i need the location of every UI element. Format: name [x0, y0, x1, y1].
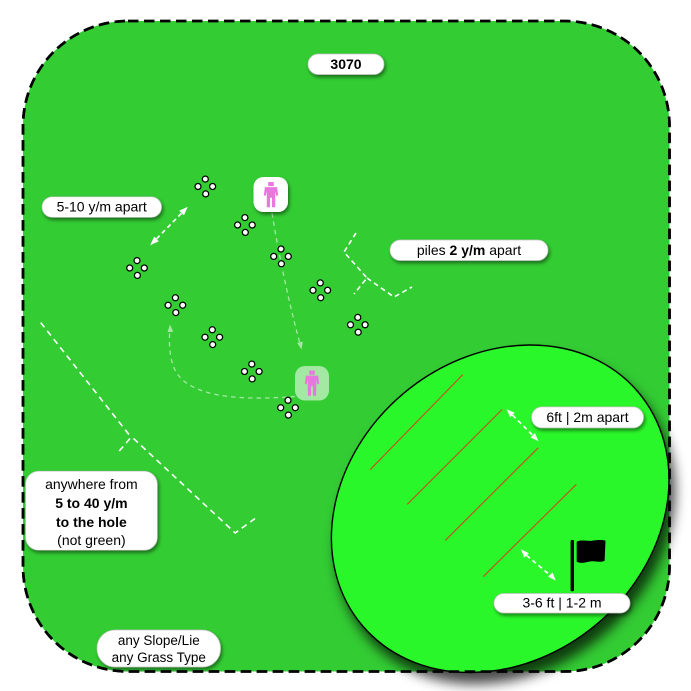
svg-text:to the hole: to the hole — [56, 514, 127, 530]
svg-text:5-10 y/m apart: 5-10 y/m apart — [57, 199, 147, 215]
svg-text:anywhere from: anywhere from — [45, 476, 138, 492]
svg-text:3-6 ft | 1-2 m: 3-6 ft | 1-2 m — [522, 594, 601, 610]
svg-text:(not green): (not green) — [57, 532, 125, 548]
svg-text:any Grass Type: any Grass Type — [112, 650, 206, 665]
svg-text:5 to 40 y/m: 5 to 40 y/m — [55, 495, 127, 511]
svg-text:3070: 3070 — [330, 56, 361, 72]
svg-text:any Slope/Lie: any Slope/Lie — [118, 633, 200, 648]
svg-text:6ft | 2m apart: 6ft | 2m apart — [546, 409, 628, 425]
svg-text:piles 2 y/m apart: piles 2 y/m apart — [417, 242, 521, 258]
